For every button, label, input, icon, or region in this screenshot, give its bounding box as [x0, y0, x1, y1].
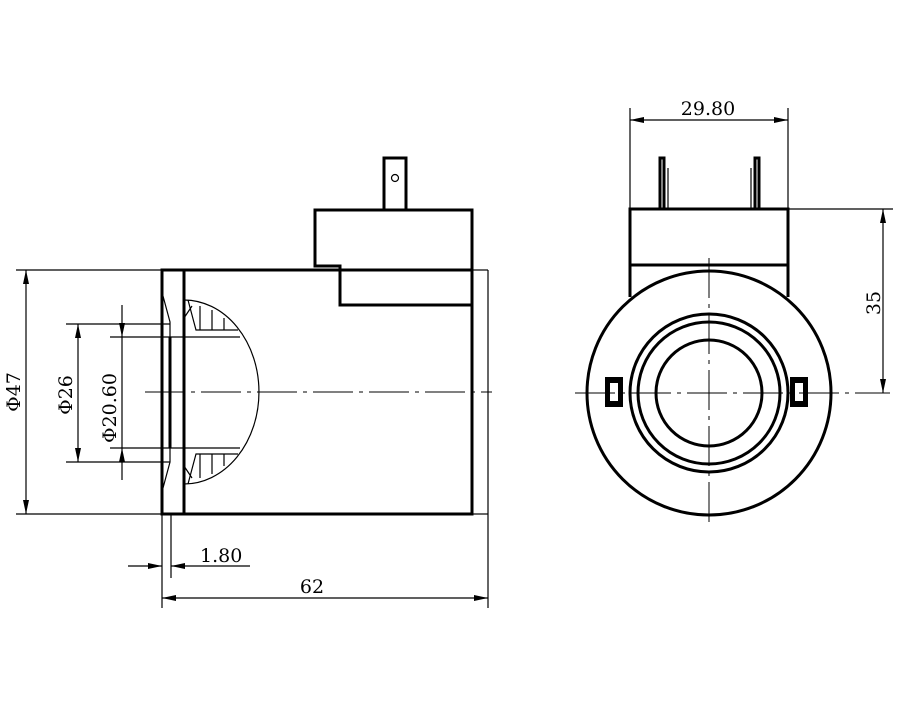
- front-view: 29.80 35: [575, 98, 893, 528]
- svg-text:Φ20.60: Φ20.60: [99, 373, 121, 443]
- dimension-connector-width: 29.80: [629, 98, 789, 209]
- dimension-length: 62: [162, 514, 489, 608]
- svg-text:35: 35: [863, 291, 885, 315]
- terminal-pin: [382, 156, 408, 212]
- svg-text:Φ47: Φ47: [3, 372, 25, 412]
- dimension-flange-thickness: 1.80: [128, 514, 250, 608]
- dimension-bore-diameter: Φ20.60: [99, 305, 170, 480]
- terminal-pins: [658, 156, 761, 209]
- pin-hole-icon: [390, 173, 400, 183]
- side-view: Φ47 Φ26 Φ20.60 1.80: [3, 156, 492, 608]
- dimension-outer-diameter: Φ47: [3, 269, 162, 515]
- dimension-mid-diameter: Φ26: [55, 323, 170, 463]
- svg-text:62: 62: [300, 576, 324, 598]
- dimension-connector-height: 35: [788, 208, 893, 393]
- svg-text:Φ26: Φ26: [55, 375, 77, 415]
- connector-housing: [313, 208, 474, 307]
- retaining-tab-right: [790, 377, 808, 407]
- bore-section: [162, 295, 260, 489]
- retaining-tab-left: [605, 377, 623, 407]
- svg-text:1.80: 1.80: [200, 545, 242, 567]
- svg-text:29.80: 29.80: [681, 98, 735, 120]
